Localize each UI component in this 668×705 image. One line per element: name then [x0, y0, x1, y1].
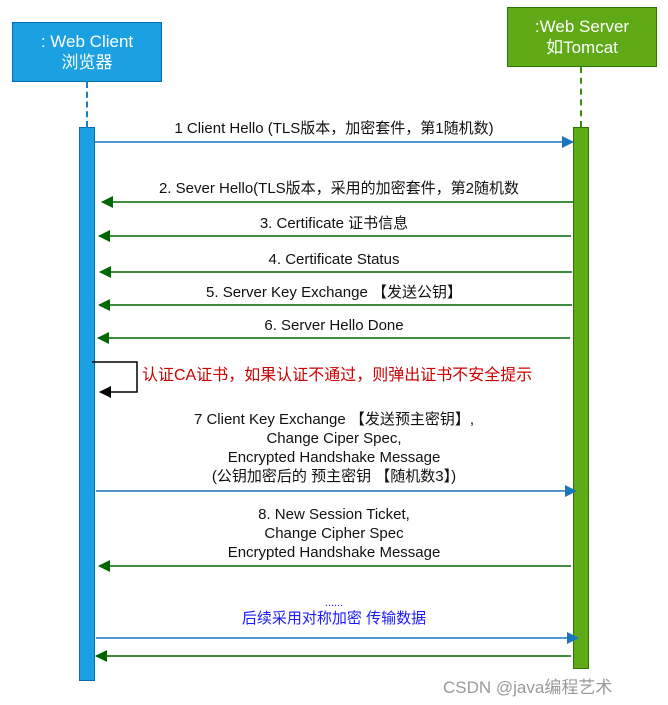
server-activation-bar — [573, 127, 589, 669]
message-7-line-1: 7 Client Key Exchange 【发送预主密钥】, — [193, 411, 475, 428]
message-2-label: 2. Sever Hello(TLS版本，采用的加密套件，第2随机数 — [158, 180, 520, 197]
message-8-line-1: 8. New Session Ticket, — [258, 506, 410, 523]
message-9-label: ...... 后续采用对称加密 传输数据 — [95, 596, 573, 628]
message-5-label: 5. Server Key Exchange 【发送公钥】 — [206, 284, 462, 301]
symmetric-encryption-note: 后续采用对称加密 传输数据 — [241, 610, 427, 627]
participant-client-title: : Web Client — [40, 32, 134, 51]
message-1-label: 1 Client Hello (TLS版本，加密套件，第1随机数) — [174, 120, 494, 137]
client-activation-bar — [79, 127, 95, 681]
participant-server-title: :Web Server — [534, 17, 630, 36]
participant-server-subtitle: 如Tomcat — [546, 38, 618, 57]
ellipsis-note: ...... — [324, 597, 344, 609]
server-lifeline — [580, 67, 582, 127]
message-8-line-2: Change Cipher Spec — [264, 525, 404, 542]
message-7-line-4: (公钥加密后的 预主密钥 【随机数3】) — [211, 468, 457, 485]
participant-web-client: : Web Client 浏览器 — [12, 22, 162, 82]
client-lifeline — [86, 82, 88, 127]
message-8-line-3: Encrypted Handshake Message — [227, 544, 441, 561]
message-7-label: 7 Client Key Exchange 【发送预主密钥】, Change C… — [95, 410, 573, 486]
arrow-self-verify — [92, 361, 138, 398]
watermark: CSDN @java编程艺术 — [443, 678, 613, 697]
message-4-label: 4. Certificate Status — [268, 251, 400, 268]
message-6-label: 6. Server Hello Done — [264, 317, 404, 334]
message-8-label: 8. New Session Ticket, Change Cipher Spe… — [95, 505, 573, 562]
message-7-line-2: Change Ciper Spec, — [266, 430, 402, 447]
participant-web-server: :Web Server 如Tomcat — [507, 7, 657, 67]
self-verify-note: 认证CA证书，如果认证不通过，则弹出证书不安全提示 — [142, 367, 533, 384]
message-3-label: 3. Certificate 证书信息 — [259, 215, 409, 232]
participant-client-subtitle: 浏览器 — [61, 53, 113, 72]
message-7-line-3: Encrypted Handshake Message — [227, 449, 441, 466]
